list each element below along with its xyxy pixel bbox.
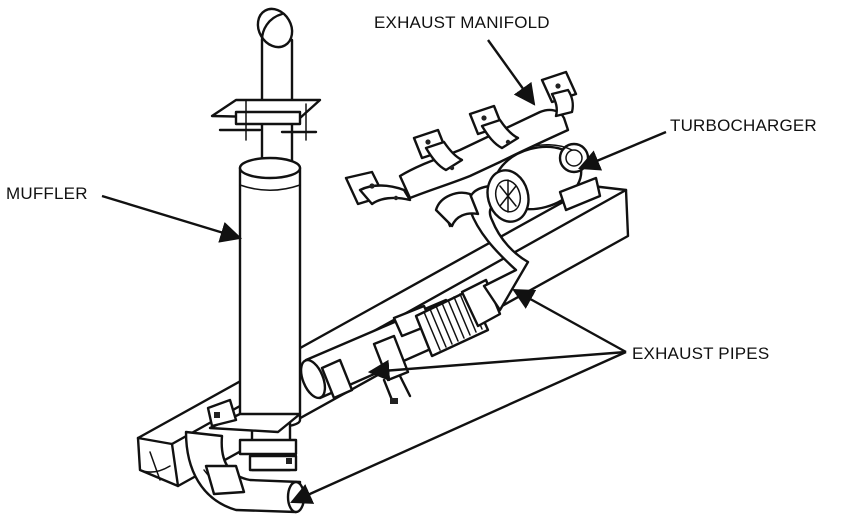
exhaust-manifold [344,70,578,206]
turbocharger [486,142,602,223]
arrow-exhaust-pipes-3 [290,350,627,504]
arrow-exhaust-pipes-2 [367,350,627,382]
arrow-muffler [101,194,243,243]
arrow-turbocharger [578,130,667,171]
muffler [206,7,322,472]
rear-exhaust-pipe [184,430,306,514]
arrow-exhaust-pipes-1 [512,288,627,354]
label-exhaust-manifold: EXHAUST MANIFOLD [374,13,550,32]
label-exhaust-pipes: EXHAUST PIPES [632,344,770,363]
arrow-exhaust-manifold [487,39,536,106]
label-turbocharger: TURBOCHARGER [670,116,817,135]
label-muffler: MUFFLER [6,184,88,203]
leader-arrows [101,39,667,504]
